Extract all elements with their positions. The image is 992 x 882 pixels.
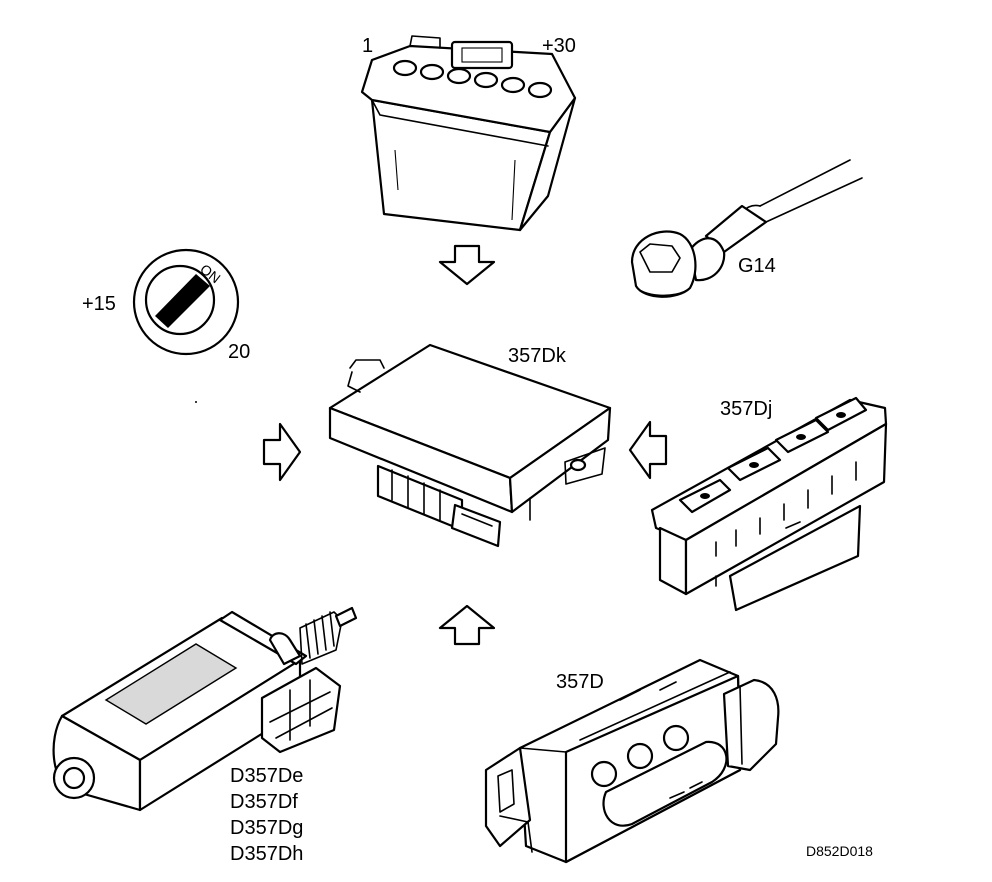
arrow-from-ignition xyxy=(262,422,302,482)
motor-label-df: D357Df xyxy=(230,791,298,813)
arrow-from-seat-switch xyxy=(438,604,496,646)
switch-panel xyxy=(650,396,888,612)
switch-panel-label: 357Dj xyxy=(720,398,772,420)
figure-code: D852D018 xyxy=(806,843,873,859)
control-module-label: 357Dk xyxy=(508,345,567,367)
battery-terminal-label: 1 xyxy=(362,35,373,57)
arrow-from-switch-panel xyxy=(628,420,668,480)
ignition-switch xyxy=(132,248,240,356)
switch-panel-buttons xyxy=(678,396,868,514)
ground-label: G14 xyxy=(738,255,776,277)
ignition-terminal-20-label: 20 xyxy=(228,341,250,363)
control-module xyxy=(328,343,612,548)
motor-label-dh: D357Dh xyxy=(230,843,303,865)
arrow-from-battery xyxy=(438,244,496,286)
seat-switch xyxy=(484,658,780,864)
battery-cell-caps xyxy=(392,59,553,99)
ground-terminal xyxy=(630,159,863,298)
motor-label-dg: D357Dg xyxy=(230,817,303,839)
motor-label-de: D357De xyxy=(230,765,303,787)
ignition-terminal-15-label: +15 xyxy=(82,293,116,315)
battery-positive-label: +30 xyxy=(542,35,576,57)
battery xyxy=(360,35,577,232)
seat-motor xyxy=(52,606,358,812)
seat-switch-label: 357D xyxy=(556,671,604,693)
stray-dot xyxy=(195,401,197,403)
